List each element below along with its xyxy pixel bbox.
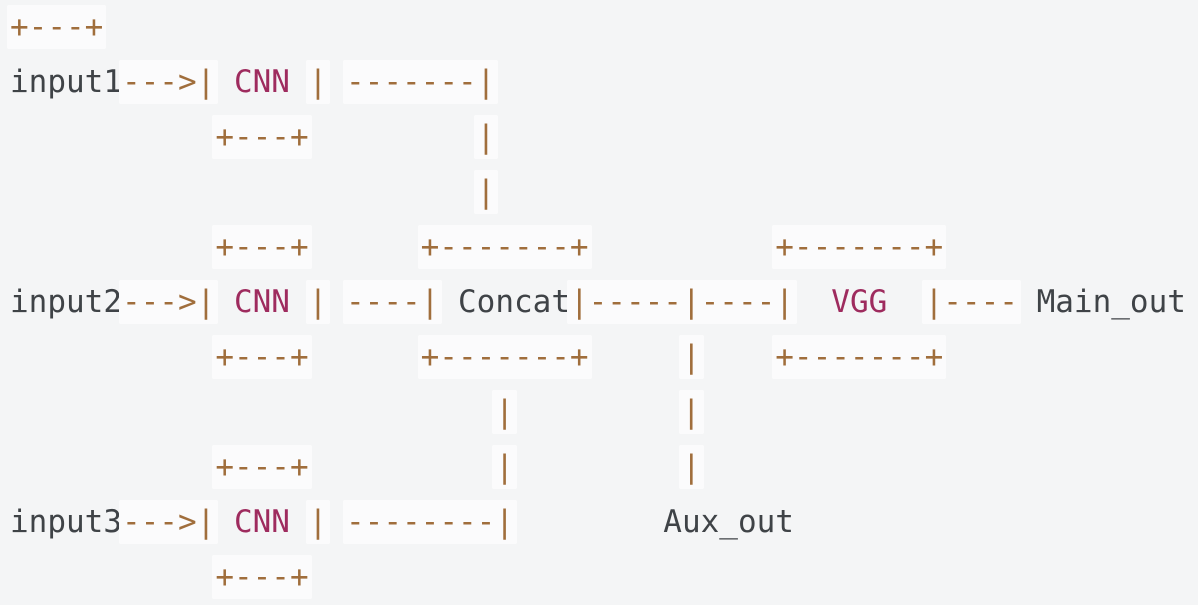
spacer: [10, 559, 215, 595]
spacer: [309, 449, 496, 485]
connector-token: +---+: [212, 445, 312, 489]
spacer: [10, 394, 495, 430]
connector-token: |: [305, 500, 331, 544]
spacer: [10, 229, 215, 265]
connector-token: --------|: [343, 500, 517, 544]
label-input2: input2: [10, 284, 122, 320]
label-input3: input3: [10, 504, 122, 540]
connector-token: +-------+: [417, 335, 592, 379]
spacer: [887, 284, 924, 320]
label-main-out: Main_out: [1036, 284, 1186, 320]
diagram-line-2: input1--->| CNN | -------|: [10, 55, 1198, 110]
connector-token: -------|: [343, 60, 499, 104]
spacer: [514, 504, 663, 540]
connector-token: |----: [921, 280, 1021, 324]
diagram-line-4: |: [10, 165, 1198, 220]
model-name-cnn: CNN: [233, 284, 290, 320]
spacer: [439, 284, 458, 320]
connector-token: +-------+: [772, 225, 947, 269]
spacer: [215, 504, 234, 540]
diagram-line-8: | |: [10, 385, 1198, 440]
connector-token: |: [678, 390, 704, 434]
spacer: [10, 339, 215, 375]
model-name-cnn: CNN: [233, 64, 290, 100]
diagram-line-5: +---+ +-------+ +-------+: [10, 220, 1198, 275]
connector-token: |: [473, 115, 499, 159]
spacer: [701, 339, 776, 375]
diagram-line-11: +---+: [10, 550, 1198, 605]
model-name-cnn: CNN: [233, 504, 290, 540]
connector-token: |: [678, 445, 704, 489]
connector-token: +---+: [212, 555, 312, 599]
connector-token: |: [492, 445, 517, 489]
connector-token: |: [305, 280, 331, 324]
connector-token: |: [305, 60, 331, 104]
diagram-line-1: +---+: [7, 0, 1198, 55]
label-aux-out: Aux_out: [663, 504, 794, 540]
connector-token: --->|: [118, 500, 219, 544]
spacer: [514, 449, 682, 485]
spacer: [514, 394, 682, 430]
connector-token: +---+: [212, 335, 312, 379]
spacer: [215, 284, 234, 320]
spacer: [309, 339, 421, 375]
diagram-line-7: +---+ +-------+ | +-------+: [10, 330, 1198, 385]
connector-token: ----|: [343, 280, 443, 324]
connector-token: +---+: [212, 115, 312, 159]
connector-token: --->|: [118, 280, 219, 324]
spacer: [309, 229, 421, 265]
connector-token: +-------+: [417, 225, 592, 269]
diagram-line-10: input3--->| CNN | --------| Aux_out: [10, 495, 1198, 550]
connector-token: |: [492, 390, 517, 434]
diagram-line-3: +---+ |: [10, 110, 1198, 165]
diagram-line-9: +---+ | |: [10, 440, 1198, 495]
connector-token: +---+: [212, 225, 312, 269]
spacer: [794, 284, 831, 320]
model-name-vgg: VGG: [831, 284, 888, 320]
spacer: [10, 449, 215, 485]
spacer: [10, 174, 477, 210]
connector-token: |: [473, 170, 499, 214]
spacer: [1018, 284, 1037, 320]
spacer: [215, 64, 234, 100]
connector-token: +---+: [7, 5, 107, 49]
spacer: [589, 229, 776, 265]
connector-token: |: [678, 335, 704, 379]
spacer: [309, 119, 477, 155]
connector-token: --->|: [118, 60, 219, 104]
label-input1: input1: [10, 64, 122, 100]
connector-token: |-----|----|: [566, 280, 797, 324]
spacer: [10, 119, 215, 155]
label-concat: Concat: [458, 284, 570, 320]
diagram-line-6: input2--->| CNN | ----| Concat|-----|---…: [10, 275, 1198, 330]
spacer: [589, 339, 682, 375]
connector-token: +-------+: [772, 335, 947, 379]
